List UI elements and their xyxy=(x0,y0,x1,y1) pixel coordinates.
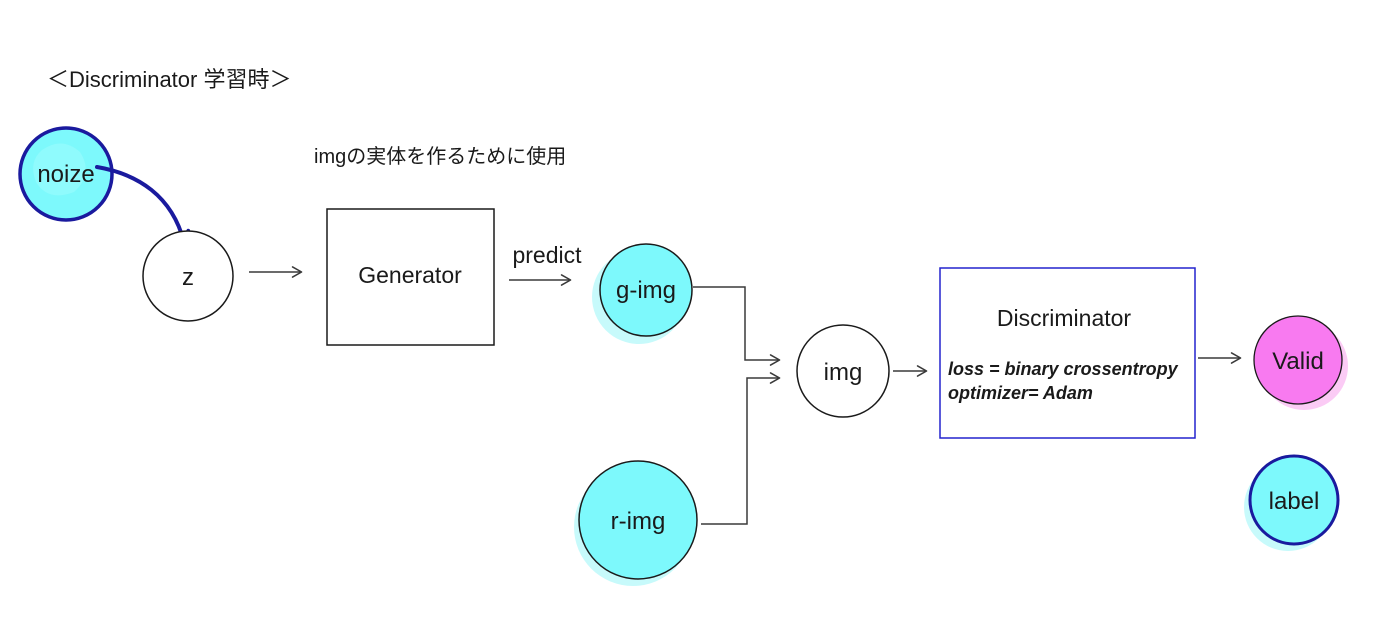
z-circle xyxy=(143,231,233,321)
label-label: label xyxy=(1269,488,1320,515)
label-circle xyxy=(1250,456,1338,544)
node-g-img: g-img xyxy=(592,244,692,344)
discriminator-loss-text: loss = binary crossentropy xyxy=(948,359,1179,379)
node-generator: Generator xyxy=(326,208,495,346)
r-img-label: r-img xyxy=(611,508,666,535)
edge-rimg-to-img xyxy=(701,372,781,525)
node-z: z xyxy=(143,231,233,321)
r-img-circle xyxy=(579,461,697,579)
edge-noize-to-z xyxy=(97,167,191,242)
noize-label: noize xyxy=(37,161,94,188)
discriminator-box xyxy=(939,267,1196,439)
generator-box xyxy=(326,208,495,346)
g-img-label: g-img xyxy=(616,277,676,304)
node-valid: Valid xyxy=(1254,316,1348,410)
noize-marker-texture xyxy=(33,143,86,196)
g-img-circle xyxy=(600,244,692,336)
z-label: z xyxy=(182,264,194,291)
predict-label: predict xyxy=(512,242,582,268)
node-noize: noize xyxy=(20,128,112,220)
node-img: img xyxy=(797,325,889,417)
img-label: img xyxy=(824,359,863,386)
generator-label: Generator xyxy=(358,262,462,288)
node-discriminator: Discriminator loss = binary crossentropy… xyxy=(939,267,1196,439)
generator-annotation: imgの実体を作るために使用 xyxy=(314,145,566,168)
node-r-img: r-img xyxy=(574,461,697,586)
discriminator-optimizer-text: optimizer= Adam xyxy=(948,383,1093,403)
discriminator-title: Discriminator xyxy=(997,305,1132,331)
valid-circle xyxy=(1254,316,1342,404)
img-circle xyxy=(797,325,889,417)
edge-gimg-to-img xyxy=(693,286,781,366)
diagram-title: ＜Discriminator 学習時＞ xyxy=(47,67,291,92)
node-label: label xyxy=(1244,456,1338,551)
valid-label: Valid xyxy=(1272,348,1324,375)
